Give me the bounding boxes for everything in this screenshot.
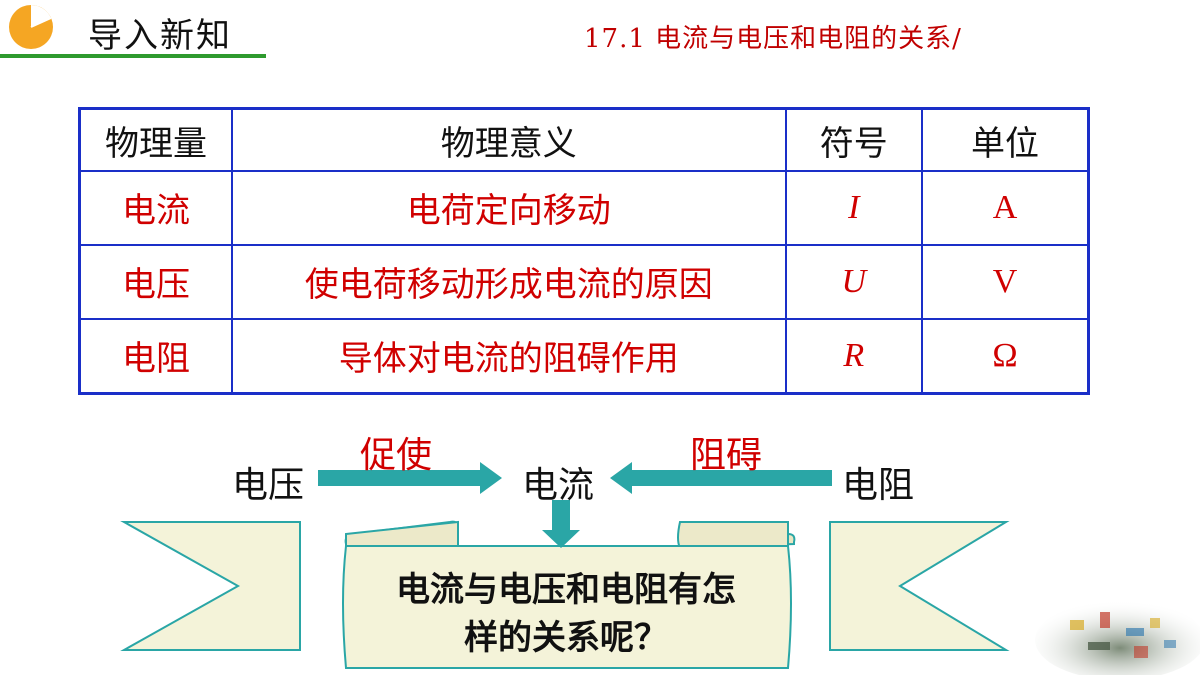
meaning-cell: 导体对电流的阻碍作用 xyxy=(230,317,787,395)
meaning-cell: 电荷定向移动 xyxy=(230,170,787,246)
current-label: 电流 xyxy=(522,465,595,506)
column-header-quantity: 物理量 xyxy=(78,107,233,172)
voltage-label: 电压 xyxy=(232,465,305,506)
table-row: 电流 电荷定向移动 I A xyxy=(78,170,1090,246)
arrow-down xyxy=(542,500,580,548)
banner-body xyxy=(342,545,792,669)
column-header-unit: 单位 xyxy=(920,107,1090,172)
promote-label: 促使 xyxy=(360,435,433,476)
symbol-cell: R xyxy=(784,317,923,395)
question-line-1: 电流与电压和电阻有怎 xyxy=(396,570,736,610)
banner-right-tail xyxy=(829,521,1010,651)
quantity-cell: 电流 xyxy=(78,170,233,246)
chapter-title: 17.1 电流与电压和电阻的关系/ xyxy=(584,24,962,54)
quantity-cell: 电阻 xyxy=(78,317,233,395)
physics-quantity-table: 物理量 物理意义 符号 单位 电流 电荷定向移动 I A 电压 使电荷移动形成电… xyxy=(78,107,1090,395)
table-row: 电压 使电荷移动形成电流的原因 U V xyxy=(78,243,1090,320)
unit-cell: A xyxy=(920,170,1090,246)
table-header-row: 物理量 物理意义 符号 单位 xyxy=(78,107,1090,172)
arrow-right xyxy=(318,462,502,494)
title-underline xyxy=(0,54,266,58)
banner-left-fold xyxy=(345,520,459,549)
question-line-2: 样的关系呢？ xyxy=(464,618,668,658)
page-title: 导入新知 xyxy=(88,16,232,56)
circuit-board-image xyxy=(1035,600,1200,675)
column-header-symbol: 符号 xyxy=(784,107,923,172)
question-text: 电流与电压和电阻有怎 样的关系呢？ xyxy=(360,566,772,662)
table-row: 电阻 导体对电流的阻碍作用 R Ω xyxy=(78,317,1090,395)
hinder-label: 阻碍 xyxy=(690,435,763,476)
pie-chart-icon xyxy=(9,5,53,49)
resistance-label: 电阻 xyxy=(842,465,915,506)
banner-right-fold xyxy=(677,521,789,549)
quantity-cell: 电压 xyxy=(78,243,233,320)
symbol-cell: I xyxy=(784,170,923,246)
meaning-cell: 使电荷移动形成电流的原因 xyxy=(230,243,787,320)
arrow-left xyxy=(610,462,832,494)
banner-left-tail xyxy=(120,521,301,651)
column-header-meaning: 物理意义 xyxy=(230,107,787,172)
unit-cell: V xyxy=(920,243,1090,320)
symbol-cell: U xyxy=(784,243,923,320)
unit-cell: Ω xyxy=(920,317,1090,395)
